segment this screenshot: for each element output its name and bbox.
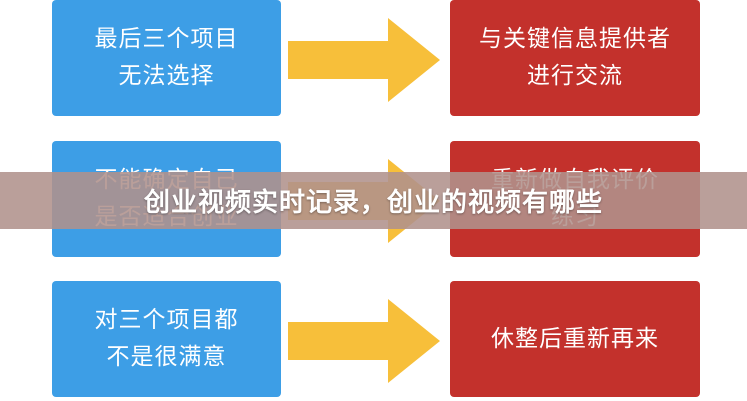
flow-row-3: 对三个项目都 不是很满意 休整后重新再来: [0, 281, 747, 401]
solution-3-line-1: 休整后重新再来: [491, 325, 659, 352]
solution-1-line-2: 进行交流: [527, 63, 623, 89]
flow-row-1: 最后三个项目 无法选择 与关键信息提供者 进行交流: [0, 0, 747, 120]
arrow-right-icon: [288, 299, 440, 383]
problem-3-line-1: 对三个项目都: [94, 307, 239, 333]
arrow-right-icon: [288, 18, 440, 102]
solution-box-1: 与关键信息提供者 进行交流: [450, 0, 700, 116]
problem-1-line-2: 无法选择: [118, 63, 215, 89]
problem-box-1: 最后三个项目 无法选择: [52, 0, 281, 116]
problem-1-line-1: 最后三个项目: [94, 26, 239, 52]
problem-3-line-2: 不是很满意: [106, 344, 227, 370]
banner-title: 创业视频实时记录，创业的视频有哪些: [143, 188, 603, 218]
title-banner: 创业视频实时记录，创业的视频有哪些: [0, 172, 747, 229]
problem-box-3: 对三个项目都 不是很满意: [52, 281, 281, 397]
solution-box-3: 休整后重新再来: [450, 281, 700, 397]
solution-1-line-1: 与关键信息提供者: [479, 26, 671, 52]
